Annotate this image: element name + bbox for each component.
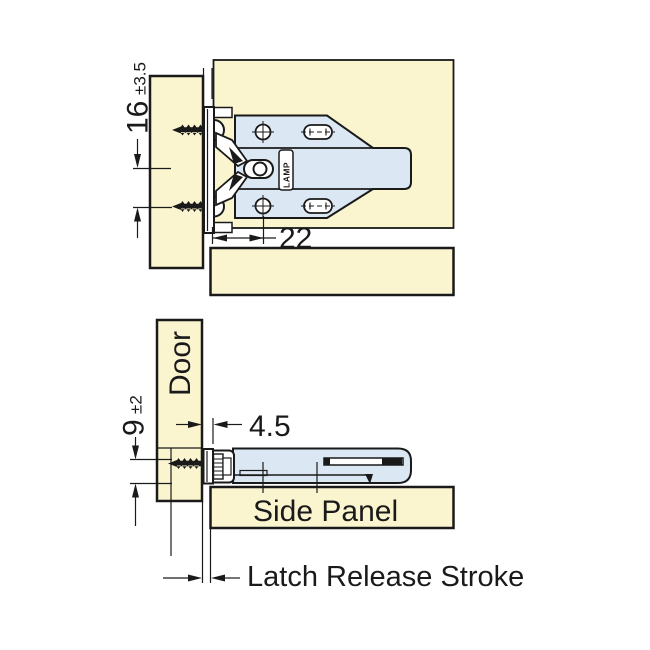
dimension-4-5: 4.5 [176, 410, 291, 444]
screw-hole-icon [252, 121, 274, 143]
arrow-up-icon [132, 483, 139, 498]
door-label: Door [164, 331, 197, 396]
pivot-pin [252, 161, 268, 177]
dim-9-value: 9 [118, 419, 151, 436]
latch-outline [234, 114, 412, 219]
plate-body [203, 106, 215, 234]
arrow-right-icon [188, 574, 202, 582]
bottom-view-section: Door Side Panel [118, 318, 524, 593]
dim-22-value: 22 [279, 222, 312, 255]
arrow-left-icon [213, 421, 228, 428]
arrow-down-icon [132, 445, 139, 460]
dim-16-tolerance: ±3.5 [131, 62, 150, 95]
latch-step [239, 469, 268, 477]
dimension-9: 9 ±2 [118, 395, 172, 526]
arrow-right-icon [188, 421, 202, 428]
slot-end-cap [324, 458, 330, 465]
dim-9-tolerance: ±2 [127, 395, 146, 414]
side-panel-label: Side Panel [253, 495, 398, 528]
side-panel-edge [209, 246, 455, 297]
arrow-right-icon [249, 234, 264, 242]
claw-wedge [229, 174, 243, 191]
arrow-down-icon [134, 154, 141, 168]
catch-inner-detail [222, 457, 232, 476]
dim-16-value: 16 [122, 101, 155, 134]
latch-body-top-view: LAMP [215, 114, 412, 219]
latch-body-side-view [232, 447, 412, 493]
door-catch [202, 448, 235, 485]
screw-icon [168, 458, 203, 469]
slot-oval-icon [301, 198, 335, 214]
screw-icon [172, 124, 204, 136]
arrow-left-icon [211, 574, 225, 582]
latch-hook [365, 474, 373, 484]
screw-icon [172, 201, 204, 212]
mounting-plate [203, 106, 233, 234]
arrow-up-icon [134, 207, 141, 222]
dimension-22: 22 [211, 216, 312, 255]
dimension-16: 16 ±3.5 [122, 62, 172, 238]
latch-release-stroke-dimension: Latch Release Stroke [163, 501, 524, 593]
door-panel-top-view [148, 74, 205, 270]
screw-hole-icon [252, 195, 274, 217]
top-view-section: 16 ±3.5 [122, 59, 455, 297]
stroke-label: Latch Release Stroke [247, 561, 524, 593]
catch-face-plate [202, 448, 214, 485]
arrow-left-icon [213, 234, 227, 242]
slot-oval-icon [301, 124, 335, 140]
slot-end-cap [382, 458, 402, 465]
plate-tab [213, 106, 233, 119]
claw-wedge [229, 147, 243, 164]
logo-text: LAMP [282, 162, 292, 188]
door-panel-side-view [155, 318, 204, 503]
dim-4-5-value: 4.5 [249, 410, 291, 443]
plate-tab [213, 221, 233, 234]
logo-plate [278, 149, 294, 191]
side-panel [209, 485, 455, 530]
